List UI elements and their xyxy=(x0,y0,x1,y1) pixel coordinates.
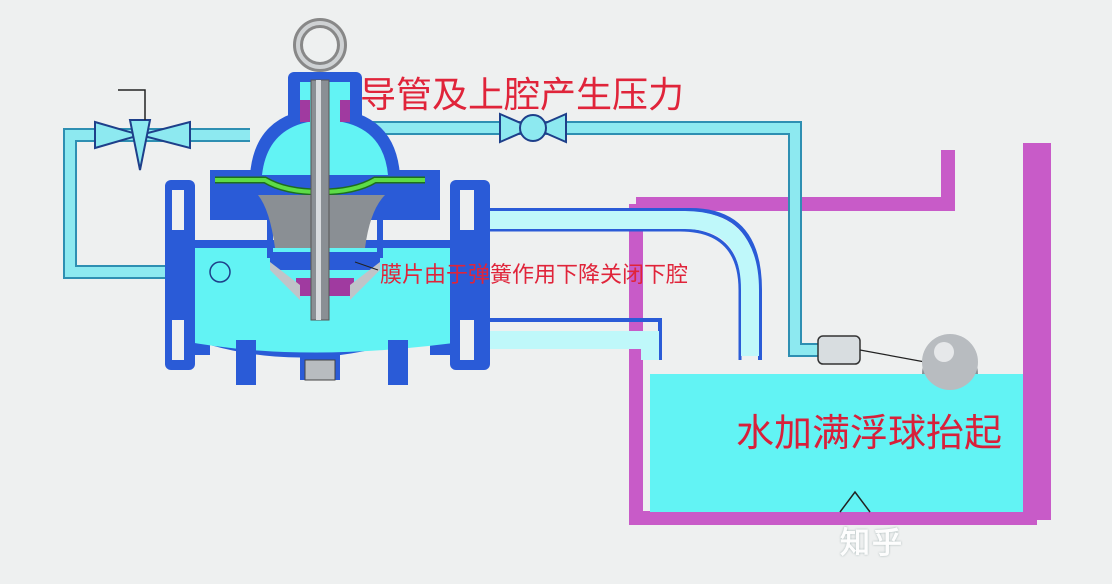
water-level-marker xyxy=(839,490,871,513)
main-valve xyxy=(165,18,490,385)
zhihu-watermark: 知乎 xyxy=(840,526,904,561)
tank-water xyxy=(650,374,1023,512)
outlet-pipe xyxy=(460,208,762,360)
diaphragm-leader xyxy=(354,261,379,271)
pilot-pressure-label: 导管及上腔产生压力 xyxy=(360,75,685,116)
float-pilot xyxy=(817,334,978,390)
diaphragm-closing-label: 膜片由于弹簧作用下降关闭下腔 xyxy=(380,263,689,288)
ball-valve xyxy=(499,112,567,144)
tank xyxy=(629,143,1051,525)
tank-wall-top xyxy=(636,150,955,211)
tank-wall xyxy=(629,143,1051,525)
float-raised-label: 水加满浮球抬起 xyxy=(736,411,1003,455)
needle-valve xyxy=(94,89,191,171)
